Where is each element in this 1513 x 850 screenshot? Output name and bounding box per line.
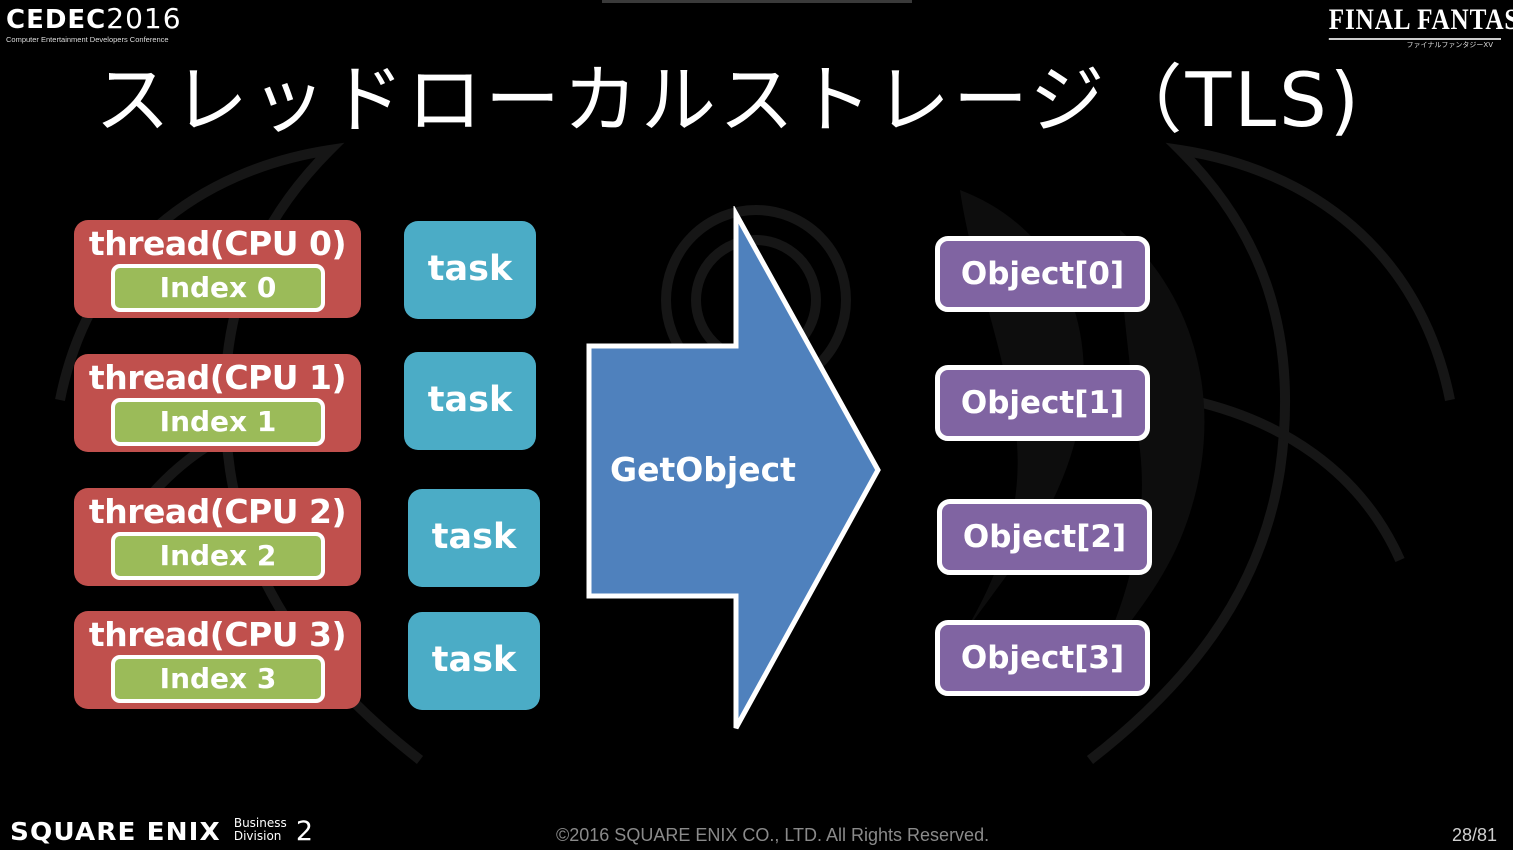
final-fantasy-logo-text: FINAL FANTASY XV	[1328, 2, 1513, 40]
index-box: Index 2	[111, 532, 325, 580]
cedec-logo-text: CEDEC	[6, 5, 107, 35]
slide-title: スレッドローカルストレージ（TLS)	[95, 56, 1362, 144]
thread-box-cpu-2: thread(CPU 2) Index 2	[74, 488, 361, 586]
getobject-arrow	[586, 206, 881, 730]
square-enix-logo-text: SQUARE ENIX	[10, 816, 221, 846]
cedec-logo-subtitle: Computer Entertainment Developers Confer…	[6, 35, 169, 44]
cedec-logo: CEDEC2016 Computer Entertainment Develop…	[6, 4, 196, 46]
task-box: task	[408, 612, 540, 710]
thread-box-cpu-1: thread(CPU 1) Index 1	[74, 354, 361, 452]
copyright-text: ©2016 SQUARE ENIX CO., LTD. All Rights R…	[556, 825, 990, 845]
task-box: task	[404, 352, 536, 450]
business-division-logo: Business Division 2	[234, 816, 326, 846]
arrow-label: GetObject	[610, 450, 796, 489]
division-line2: Division	[233, 829, 282, 843]
top-divider	[602, 0, 912, 3]
thread-label: thread(CPU 1)	[88, 358, 347, 397]
thread-box-cpu-3: thread(CPU 3) Index 3	[74, 611, 361, 709]
object-box: Object[2]	[937, 499, 1152, 575]
page-number: 28/81	[1451, 825, 1497, 845]
cedec-logo-year: 2016	[106, 2, 182, 35]
object-box: Object[3]	[935, 620, 1150, 696]
final-fantasy-logo: FINAL FANTASY XV ファイナルファンタジーXV	[1296, 2, 1513, 50]
index-box: Index 3	[111, 655, 325, 703]
thread-label: thread(CPU 2)	[88, 492, 347, 531]
object-box: Object[1]	[935, 365, 1150, 441]
square-enix-logo: SQUARE ENIX Business Division 2	[10, 816, 326, 850]
division-line1: Business	[233, 816, 287, 830]
index-box: Index 0	[111, 264, 325, 312]
final-fantasy-logo-subtitle: ファイナルファンタジーXV	[1406, 41, 1493, 49]
task-box: task	[404, 221, 536, 319]
thread-label: thread(CPU 0)	[88, 224, 347, 263]
division-number: 2	[295, 816, 314, 847]
thread-box-cpu-0: thread(CPU 0) Index 0	[74, 220, 361, 318]
thread-label: thread(CPU 3)	[88, 615, 347, 654]
object-box: Object[0]	[935, 236, 1150, 312]
task-box: task	[408, 489, 540, 587]
index-box: Index 1	[111, 398, 325, 446]
